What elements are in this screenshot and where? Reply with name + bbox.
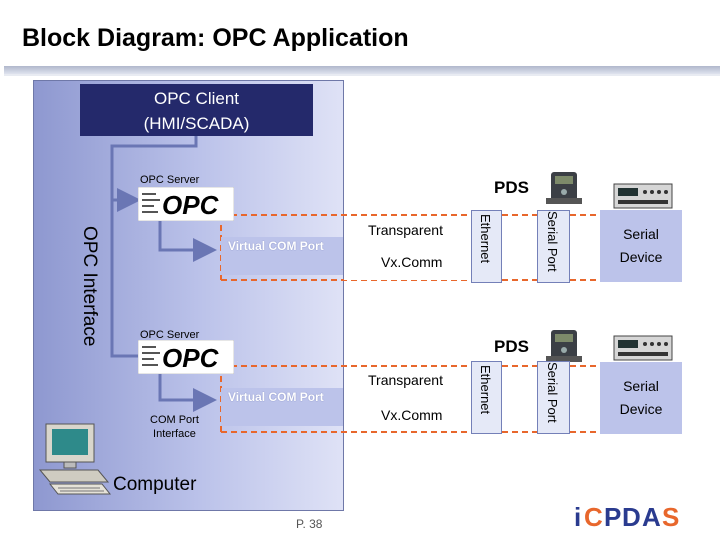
pds-label-2: PDS (494, 337, 529, 356)
svg-text:D: D (622, 502, 641, 532)
serial-device-box-2: Serial Device (600, 362, 682, 434)
icpdas-logo: i C P D A S (574, 502, 679, 532)
serial-device-box-1: Serial Device (600, 210, 682, 282)
opc-logo-1: OPC (138, 187, 234, 221)
svg-text:OPC: OPC (162, 343, 220, 373)
svg-text:P: P (604, 502, 621, 532)
vxcomm-label-1: Vx.Comm (381, 254, 443, 270)
title-divider-shadow (4, 74, 720, 76)
opc-client-label: OPC Client (153, 89, 240, 108)
serial-device-label-1: Serial (623, 226, 659, 242)
svg-text:i: i (574, 502, 581, 532)
page-number: P. 38 (296, 517, 323, 531)
serial-device-sublabel-2: Device (619, 401, 663, 417)
svg-text:A: A (642, 502, 661, 532)
serial-device-label-2: Serial (623, 378, 659, 394)
com-port-interface-label: COM Port Interface (150, 414, 199, 440)
serial-device-icon-2 (613, 335, 673, 361)
slide-title: Block Diagram: OPC Application (22, 24, 409, 52)
virtual-com-port-2: Virtual COM Port (221, 388, 343, 426)
ethernet-label-1: Ethernet (478, 214, 493, 264)
opc-server-label-1: OPC Server (140, 174, 200, 186)
pds-module-icon-2 (546, 330, 582, 362)
serial-device-sublabel-1: Device (619, 249, 663, 265)
opc-interface-bracket (110, 136, 198, 358)
arrow-opc-to-vcom-1 (158, 218, 217, 262)
virtual-com-port-1: Virtual COM Port (221, 237, 343, 275)
serial-port-label-1: Serial Port (545, 211, 560, 272)
opc-interface-label: OPC Interface (79, 226, 100, 347)
computer-label: Computer (113, 474, 197, 495)
svg-text:C: C (584, 502, 603, 532)
serial-device-icon-1 (613, 183, 673, 209)
vxcomm-label-2: Vx.Comm (381, 407, 443, 423)
opc-server-label-2: OPC Server (140, 329, 200, 341)
dashed-link-1 (220, 214, 600, 281)
transparent-label-1: Transparent (368, 222, 443, 238)
serial-port-1 (537, 210, 570, 283)
opc-client-box: OPC Client (HMI/SCADA) (80, 84, 313, 136)
serial-port-2 (537, 361, 570, 434)
opc-logo-2: OPC (138, 340, 234, 374)
svg-text:S: S (662, 502, 679, 532)
pds-label-1: PDS (494, 178, 529, 197)
title-divider (4, 66, 720, 74)
channel-box-1 (344, 216, 471, 280)
computer-icon (38, 423, 112, 495)
ethernet-label-2: Ethernet (478, 365, 493, 415)
svg-text:OPC: OPC (162, 190, 220, 220)
channel-box-2 (344, 367, 471, 431)
opc-client-sublabel: (HMI/SCADA) (143, 114, 250, 133)
ethernet-port-2 (471, 361, 502, 434)
ethernet-port-1 (471, 210, 502, 283)
dashed-link-2 (220, 365, 600, 433)
transparent-label-2: Transparent (368, 372, 443, 388)
pds-module-icon-1 (546, 172, 582, 204)
serial-port-label-2: Serial Port (545, 362, 560, 423)
arrow-opc-to-vcom-2 (158, 370, 217, 412)
